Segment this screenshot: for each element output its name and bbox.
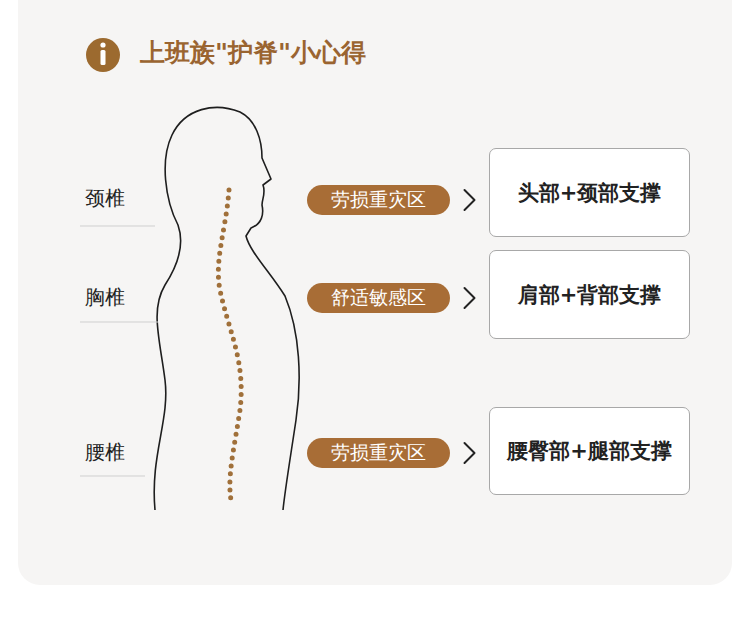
tag-text: 舒适敏感区: [331, 285, 426, 311]
tag-text: 劳损重灾区: [331, 187, 426, 213]
vertebra-label: 胸椎: [85, 284, 125, 311]
vertebra-label: 腰椎: [85, 439, 125, 466]
support-box: 肩部+背部支撑: [489, 250, 690, 339]
support-box: 头部+颈部支撑: [489, 148, 690, 237]
chevron-arrow: [465, 443, 475, 463]
spine-dots: [218, 190, 241, 505]
area-tag: 舒适敏感区: [307, 283, 450, 313]
box-text: 腰臀部+腿部支撑: [507, 437, 672, 465]
label-underline: [80, 322, 158, 323]
label-underline: [80, 226, 155, 227]
tag-text: 劳损重灾区: [331, 440, 426, 466]
box-text: 肩部+背部支撑: [518, 281, 662, 309]
area-tag: 劳损重灾区: [307, 438, 450, 468]
info-icon-dot: [100, 42, 105, 47]
box-text: 头部+颈部支撑: [518, 179, 662, 207]
info-icon-bar: [101, 50, 106, 65]
vertebra-label: 颈椎: [85, 185, 125, 212]
label-underline: [80, 476, 145, 477]
area-tag: 劳损重灾区: [307, 185, 450, 215]
title: 上班族"护脊"小心得: [140, 36, 366, 69]
chevron-arrow: [465, 288, 475, 308]
chevron-arrow: [465, 190, 475, 210]
info-icon-circle: [86, 38, 120, 72]
body-silhouette: [154, 107, 299, 510]
info-icon: [86, 38, 120, 72]
support-box: 腰臀部+腿部支撑: [489, 407, 690, 495]
